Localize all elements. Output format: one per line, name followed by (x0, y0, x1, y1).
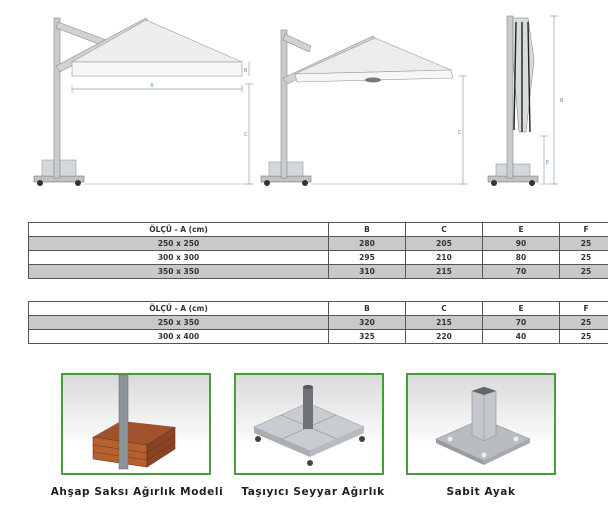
cell-c: 220 (405, 329, 483, 344)
header-size: ÖLÇÜ - A (cm) (28, 301, 329, 316)
dimension-b-label: B (244, 68, 248, 74)
header-e: E (482, 222, 560, 237)
cell-size: 300 x 400 (28, 329, 329, 344)
cell-e: 80 (482, 250, 560, 265)
dimension-e-label: E (546, 160, 549, 166)
header-b: B (328, 222, 406, 237)
dimension-a-label: A (150, 83, 154, 89)
cell-size: 250 x 250 (28, 236, 329, 251)
cell-b: 280 (328, 236, 406, 251)
cell-size: 300 x 300 (28, 250, 329, 265)
cell-e: 70 (482, 264, 560, 279)
umbrella-folded-view: B E (482, 0, 582, 196)
cell-f: 25 (559, 264, 608, 279)
cell-b: 295 (328, 250, 406, 265)
table-row: 250 x 250 280 205 90 25 (28, 236, 608, 251)
cell-c: 210 (405, 250, 483, 265)
size-table-square: ÖLÇÜ - A (cm) B C E F 250 x 250 280 205 … (28, 222, 608, 279)
mobile-weight-base-icon (253, 385, 365, 466)
umbrella-side-view-open: A B C (28, 0, 268, 196)
wooden-planter-base-icon (92, 375, 176, 470)
header-c: C (405, 222, 483, 237)
cell-b: 320 (328, 315, 406, 330)
base-caption-fixed-foot: Sabit Ayak (446, 486, 516, 498)
table-header-row: ÖLÇÜ - A (cm) B C E F (28, 301, 608, 316)
wooden-planter-base-image (61, 373, 211, 475)
cell-f: 25 (559, 236, 608, 251)
cell-f: 25 (559, 329, 608, 344)
table-row: 250 x 350 320 215 70 25 (28, 315, 608, 330)
cell-c: 215 (405, 264, 483, 279)
header-f: F (559, 301, 608, 316)
dimension-c-label: C (244, 132, 248, 138)
table-row: 300 x 400 325 220 40 25 (28, 329, 608, 344)
fixed-foot-base-image (406, 373, 556, 475)
umbrella-side-view-tilted: C (255, 0, 480, 196)
cell-e: 40 (482, 329, 560, 344)
cell-e: 90 (482, 236, 560, 251)
header-e: E (482, 301, 560, 316)
header-b: B (328, 301, 406, 316)
cell-b: 310 (328, 264, 406, 279)
base-caption-mobile-weight: Taşıyıcı Seyyar Ağırlık (241, 486, 385, 498)
size-table-rectangular: ÖLÇÜ - A (cm) B C E F 250 x 350 320 215 … (28, 301, 608, 344)
cell-f: 25 (559, 250, 608, 265)
cell-size: 250 x 350 (28, 315, 329, 330)
header-c: C (405, 301, 483, 316)
cell-f: 25 (559, 315, 608, 330)
base-caption-wooden-planter: Ahşap Saksı Ağırlık Modeli (50, 486, 224, 498)
header-f: F (559, 222, 608, 237)
dimension-b-label-2: B (560, 98, 564, 104)
table-row: 350 x 350 310 215 70 25 (28, 264, 608, 279)
fixed-foot-plate-icon (435, 386, 531, 465)
cell-c: 205 (405, 236, 483, 251)
header-size: ÖLÇÜ - A (cm) (28, 222, 329, 237)
dimension-c-label-2: C (458, 130, 462, 136)
cell-e: 70 (482, 315, 560, 330)
mobile-weight-base-image (234, 373, 384, 475)
cell-size: 350 x 350 (28, 264, 329, 279)
cell-b: 325 (328, 329, 406, 344)
cell-c: 215 (405, 315, 483, 330)
table-header-row: ÖLÇÜ - A (cm) B C E F (28, 222, 608, 237)
table-row: 300 x 300 295 210 80 25 (28, 250, 608, 265)
